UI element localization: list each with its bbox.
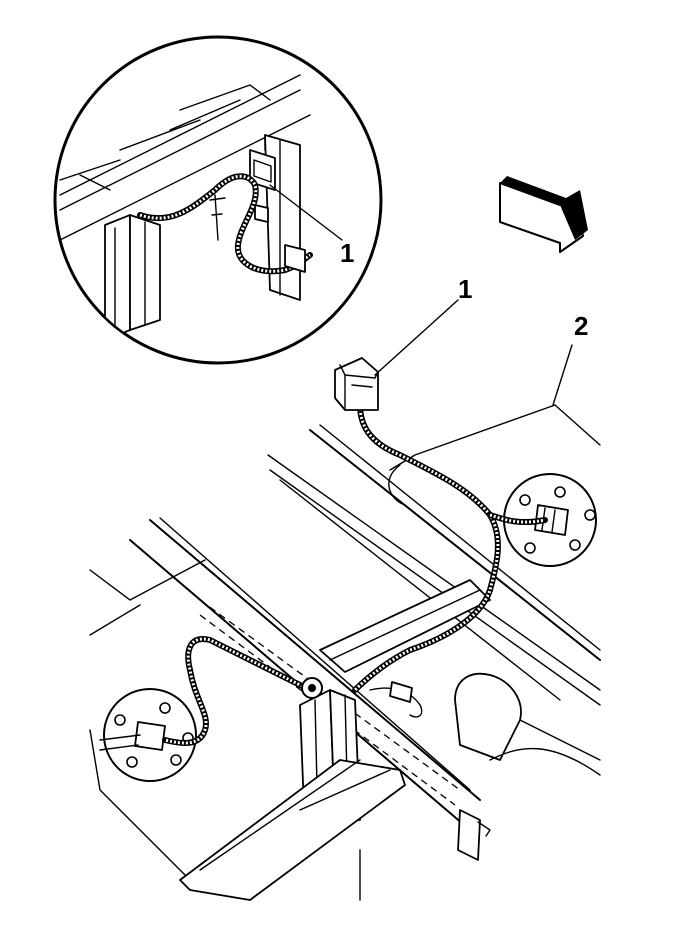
callout-label-main-connector: 1 [458, 274, 472, 304]
callout-label-fuel-tank: 2 [574, 311, 588, 341]
main-assembly [89, 357, 601, 901]
forward-arrow-icon [499, 176, 588, 253]
callout-label-inset-connector: 1 [340, 238, 354, 268]
inset-detail [53, 35, 383, 365]
fuel-tank-leader [552, 344, 573, 406]
inset-leader-line [269, 184, 343, 241]
right-pump-flange [503, 473, 597, 567]
main-connector [334, 357, 379, 411]
left-pump-flange [99, 688, 197, 782]
main-connector-leader [374, 299, 459, 376]
